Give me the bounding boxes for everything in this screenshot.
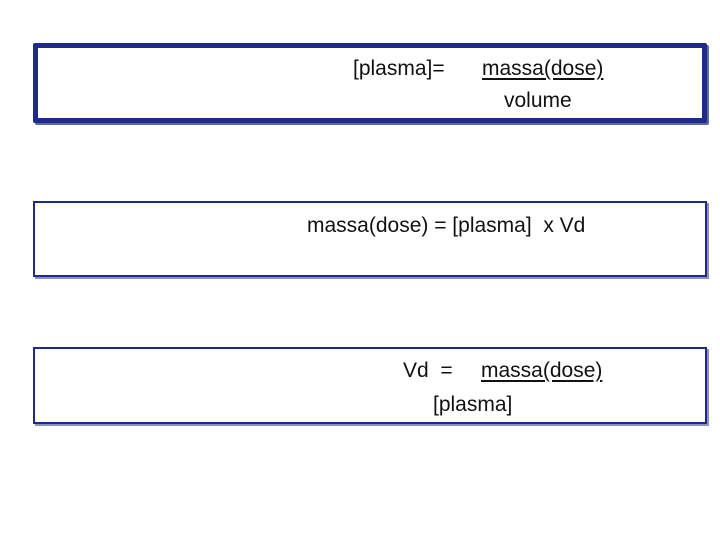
equation-box-dose bbox=[33, 201, 707, 277]
eq3-numerator: massa(dose) bbox=[481, 359, 603, 382]
eq1-lhs: [plasma]= bbox=[353, 57, 445, 80]
eq3-denominator: [plasma] bbox=[433, 393, 513, 416]
eq3-lhs: Vd = bbox=[403, 359, 453, 382]
eq1-numerator: massa(dose) bbox=[482, 57, 604, 80]
equation-box-concentration bbox=[33, 43, 707, 123]
equation-box-volume bbox=[33, 347, 707, 424]
eq2-text: massa(dose) = [plasma] x Vd bbox=[307, 214, 586, 237]
eq1-denominator: volume bbox=[504, 89, 572, 112]
